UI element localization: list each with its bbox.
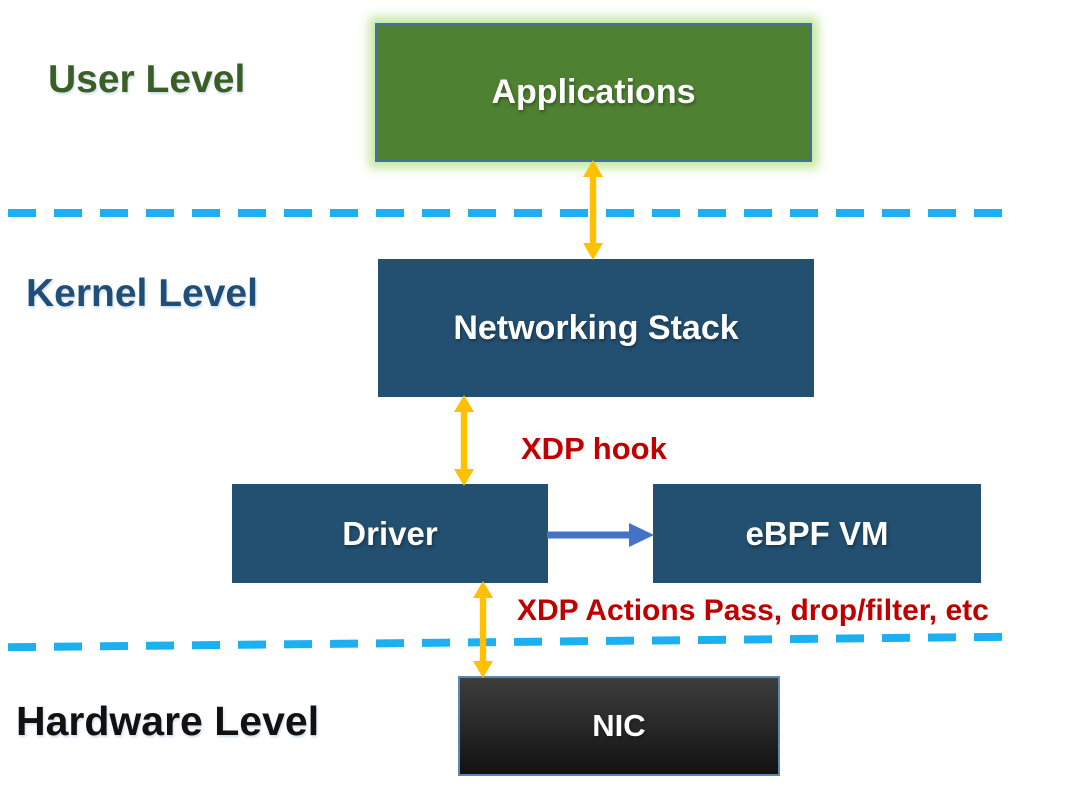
nic-box-label: NIC — [592, 708, 646, 743]
user-kernel-separator-line — [8, 209, 1012, 217]
networking-stack-box: Networking Stack — [378, 259, 814, 397]
xdp-hook-annotation: XDP hook — [521, 431, 667, 466]
networking-driver-arrow-icon — [454, 395, 474, 486]
kernel-hardware-separator-line — [7, 632, 1013, 652]
xdp-actions-annotation: XDP Actions Pass, drop/filter, etc — [517, 594, 989, 627]
networking-stack-box-label: Networking Stack — [453, 308, 739, 347]
driver-ebpf-arrow-icon — [547, 523, 654, 547]
applications-networking-arrow-icon — [583, 160, 603, 260]
ebpf-vm-box-label: eBPF VM — [745, 514, 889, 552]
hardware-level-label: Hardware Level — [16, 698, 320, 744]
nic-box: NIC — [458, 676, 780, 776]
driver-box-label: Driver — [342, 514, 438, 552]
driver-nic-arrow-icon — [473, 581, 493, 678]
driver-box: Driver — [232, 484, 548, 583]
applications-box: Applications — [375, 23, 812, 162]
applications-box-label: Applications — [491, 73, 696, 111]
user-level-label: User Level — [48, 58, 246, 101]
ebpf-vm-box: eBPF VM — [653, 484, 981, 583]
kernel-level-label: Kernel Level — [26, 272, 258, 315]
